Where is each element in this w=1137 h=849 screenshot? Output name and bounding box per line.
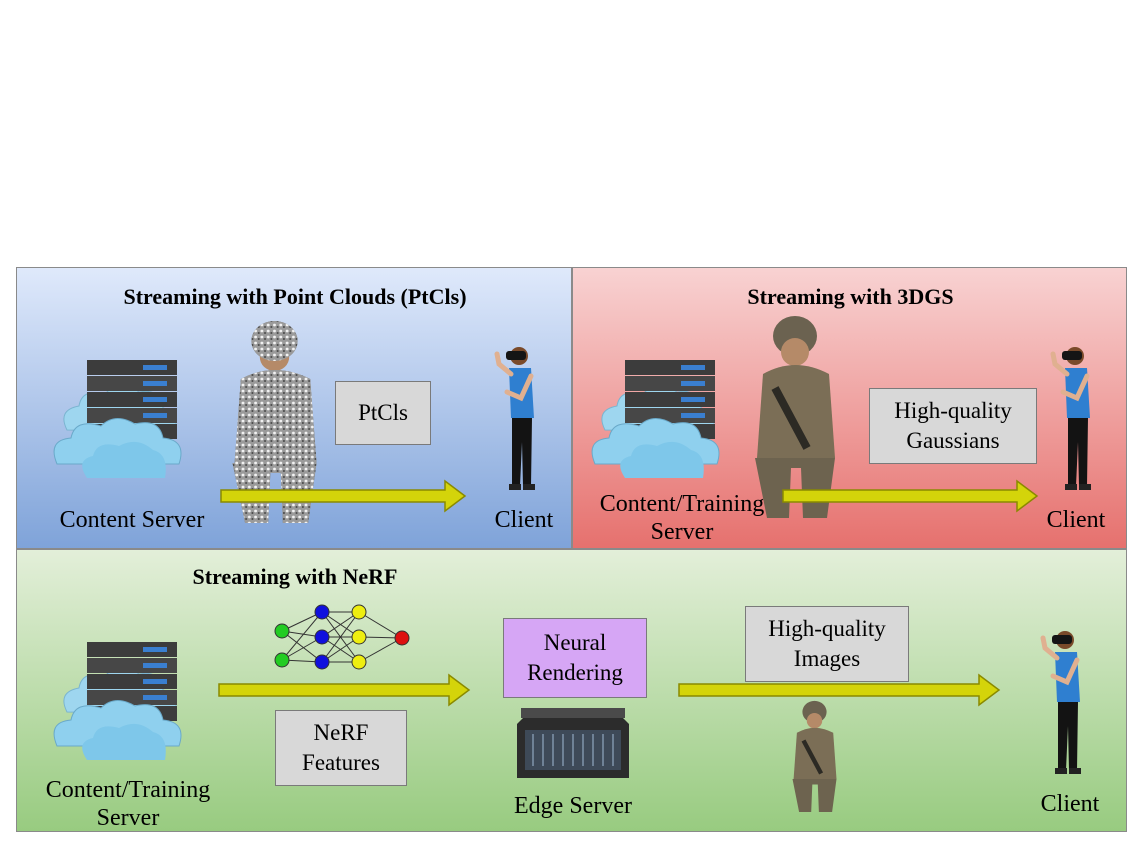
images-payload-box: High-quality Images xyxy=(745,606,909,682)
ptcl-panel: Streaming with Point Clouds (PtCls) PtCl… xyxy=(16,267,572,549)
content-training-server-line2: Server xyxy=(650,519,714,545)
content-server-label: Content Server xyxy=(59,507,205,533)
nerf-panel-title: Streaming with NeRF xyxy=(192,564,398,589)
ptcl-flow-arrow xyxy=(220,479,467,513)
gs-payload-line2: Gaussians xyxy=(906,428,1000,453)
content-training-server-line1: Content/Training xyxy=(599,491,765,517)
client-vr-user-icon xyxy=(1047,630,1092,780)
neural-rendering-line2: Rendering xyxy=(527,660,623,685)
content-training-server-line2: Server xyxy=(96,805,160,831)
nerf-features-line1: NeRF xyxy=(313,720,369,745)
ptcl-panel-title: Streaming with Point Clouds (PtCls) xyxy=(123,284,467,309)
client-label: Client xyxy=(1046,507,1106,533)
gs-payload-line1: High-quality xyxy=(894,398,1012,423)
images-flow-arrow xyxy=(678,673,1001,707)
gs-panel: Streaming with 3DGS High-quality Gaussia… xyxy=(572,267,1127,549)
client-vr-user-icon xyxy=(1057,346,1102,496)
gs-panel-title: Streaming with 3DGS xyxy=(747,284,954,309)
rendered-soldier-icon xyxy=(787,702,847,814)
client-label: Client xyxy=(1040,791,1100,817)
nerf-features-box: NeRF Features xyxy=(275,710,407,786)
nerf-features-line2: Features xyxy=(302,750,380,775)
client-vr-user-icon xyxy=(501,346,546,496)
nerf-features-arrow xyxy=(218,673,471,707)
edge-server-icon xyxy=(517,708,629,778)
edge-server-label: Edge Server xyxy=(514,793,632,819)
content-training-server-label: Content/Training Server xyxy=(577,490,787,546)
gs-payload-box: High-quality Gaussians xyxy=(869,388,1037,464)
content-server-icon xyxy=(53,359,182,479)
content-training-server-icon xyxy=(53,641,182,761)
images-payload-line1: High-quality xyxy=(768,616,886,641)
client-label: Client xyxy=(494,507,554,533)
gs-flow-arrow xyxy=(782,479,1039,513)
ptcl-payload-box: PtCls xyxy=(335,381,431,445)
neural-rendering-box: Neural Rendering xyxy=(503,618,647,698)
nerf-panel: Streaming with NeRF Content/Training Ser… xyxy=(16,549,1127,832)
content-training-server-line1: Content/Training xyxy=(45,777,211,803)
neural-network-icon xyxy=(274,604,410,670)
images-payload-line2: Images xyxy=(793,646,861,671)
neural-rendering-line1: Neural xyxy=(543,630,607,655)
content-training-server-icon xyxy=(591,359,720,479)
content-training-server-label: Content/Training Server xyxy=(23,776,233,832)
point-cloud-soldier-icon xyxy=(222,323,332,528)
ptcl-payload-label: PtCls xyxy=(358,400,408,425)
